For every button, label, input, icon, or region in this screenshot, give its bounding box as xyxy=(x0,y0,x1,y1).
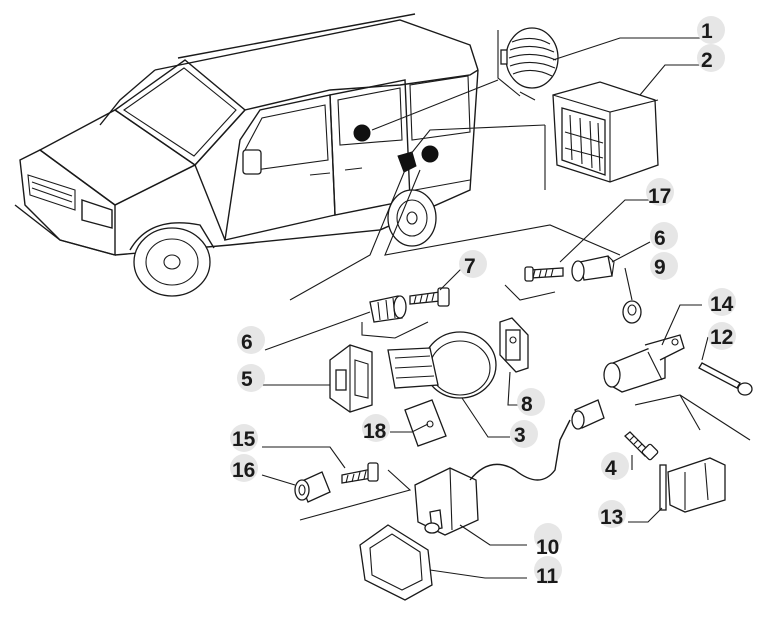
part-6-rivet-upper xyxy=(571,255,615,282)
part-3-fuel-flap xyxy=(387,331,497,399)
callout-18: 18 xyxy=(363,420,387,443)
part-4-bolt xyxy=(624,431,659,461)
callout-4: 4 xyxy=(605,457,617,480)
part-18-pad xyxy=(404,399,447,447)
callout-9: 9 xyxy=(654,256,666,279)
callout-1: 1 xyxy=(701,20,713,43)
part-5-lock-actuator xyxy=(329,344,373,413)
callout-3: 3 xyxy=(514,424,526,447)
callout-17: 17 xyxy=(648,185,671,208)
part-13-check-strap xyxy=(659,457,726,513)
callout-7: 7 xyxy=(464,255,476,278)
van-illustration xyxy=(14,13,621,301)
location-marker xyxy=(421,145,439,163)
callout-11: 11 xyxy=(536,565,559,588)
callout-14: 14 xyxy=(710,293,734,316)
part-8-clip xyxy=(499,317,529,373)
callout-2: 2 xyxy=(701,49,713,72)
part-14-hinge-bracket xyxy=(603,334,685,393)
part-17-screw xyxy=(524,266,564,282)
part-15-screw xyxy=(341,462,379,484)
callout-6-upper: 6 xyxy=(654,227,666,250)
part-1-vent-grille xyxy=(500,27,559,89)
part-10-actuator-cable xyxy=(414,399,605,536)
location-marker xyxy=(353,124,371,142)
callout-leaders xyxy=(261,37,709,579)
part-12-hinge-pin xyxy=(698,362,753,396)
callout-13: 13 xyxy=(600,506,623,529)
location-marker xyxy=(397,151,417,173)
part-2-vent-housing xyxy=(552,81,659,183)
callout-16: 16 xyxy=(232,459,255,482)
callout-15: 15 xyxy=(232,428,256,451)
callout-5: 5 xyxy=(241,368,253,391)
part-11-cover xyxy=(359,524,433,601)
part-7-screw xyxy=(409,287,450,307)
part-16-plug xyxy=(294,471,331,503)
callout-labels: 1 2 17 6 7 9 14 12 6 5 8 18 3 4 15 16 13 xyxy=(230,16,736,588)
callout-8: 8 xyxy=(521,393,533,416)
part-9-grommet xyxy=(622,300,642,324)
callout-12: 12 xyxy=(710,326,733,349)
part-6-rivet-left xyxy=(369,295,407,323)
callout-10: 10 xyxy=(536,536,559,559)
callout-6-left: 6 xyxy=(241,331,253,354)
